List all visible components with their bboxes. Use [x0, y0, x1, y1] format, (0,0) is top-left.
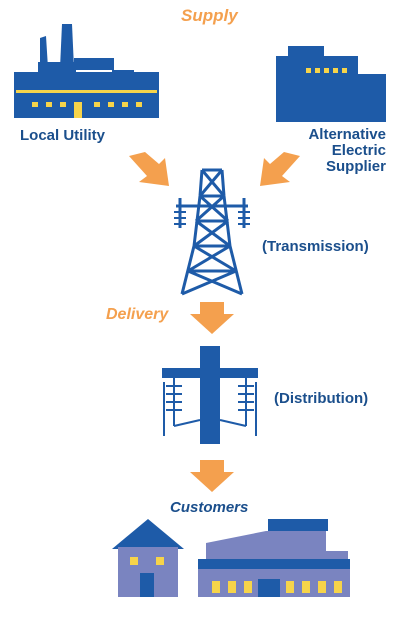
distribution-pole-icon [162, 346, 258, 444]
distribution-label: (Distribution) [274, 390, 369, 407]
supply-label: Supply [181, 6, 238, 25]
alternative-supplier-label-line-2: Electric [331, 142, 386, 159]
alternative-supplier-label: Alternative Electric Supplier [296, 127, 386, 175]
local-utility-factory-icon [14, 24, 159, 118]
local-utility-label: Local Utility [20, 127, 106, 144]
arrow-left-diagonal-icon [129, 152, 169, 186]
transmission-label: (Transmission) [262, 238, 369, 255]
alternative-supplier-label-line-1: Alternative [308, 126, 386, 143]
house-icon [112, 519, 184, 597]
commercial-building-icon [198, 519, 350, 597]
alternative-supplier-label-line-3: Supplier [325, 158, 386, 175]
arrow-down-delivery-icon [190, 302, 234, 334]
customers-label: Customers [170, 499, 249, 516]
transmission-tower-icon [174, 168, 250, 296]
arrow-right-diagonal-icon [260, 152, 300, 186]
delivery-label: Delivery [106, 306, 169, 323]
alternative-supplier-building-icon [276, 46, 386, 122]
arrow-down-customers-icon [190, 460, 234, 492]
